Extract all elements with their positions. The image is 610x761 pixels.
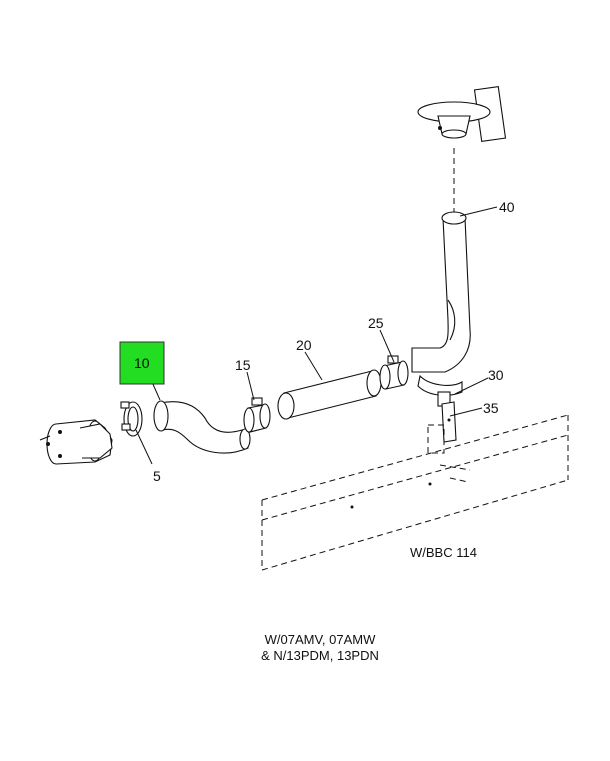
- leader-lines: [135, 206, 498, 465]
- applicability-note-line-1: W/07AMV, 07AMW: [264, 632, 376, 647]
- callout-35: 35: [483, 400, 499, 416]
- callout-15: 15: [235, 357, 251, 373]
- turbo-outlet-housing: [39, 419, 113, 465]
- callout-30: 30: [488, 367, 504, 383]
- rain-cap-assembly: [417, 85, 507, 143]
- callout-10[interactable]: 10: [134, 355, 150, 371]
- callout-25: 25: [368, 315, 384, 331]
- band-clamp-15: [243, 397, 271, 433]
- mounting-clamp-30: [417, 374, 463, 407]
- straight-pipe-20: [277, 369, 382, 420]
- callout-40: 40: [499, 199, 515, 215]
- elbow-pipe-10: [153, 400, 251, 454]
- bracket-35: [427, 401, 457, 454]
- callout-10-highlight: [119, 341, 165, 385]
- frame-rail: [261, 414, 569, 571]
- stack-pipe-40: [411, 148, 471, 373]
- applicability-note-line-2: & N/13PDM, 13PDN: [261, 648, 379, 663]
- callout-20: 20: [296, 337, 312, 353]
- callout-5: 5: [153, 468, 161, 484]
- reference-label: W/BBC 114: [410, 545, 477, 560]
- band-clamp-5: [120, 401, 143, 437]
